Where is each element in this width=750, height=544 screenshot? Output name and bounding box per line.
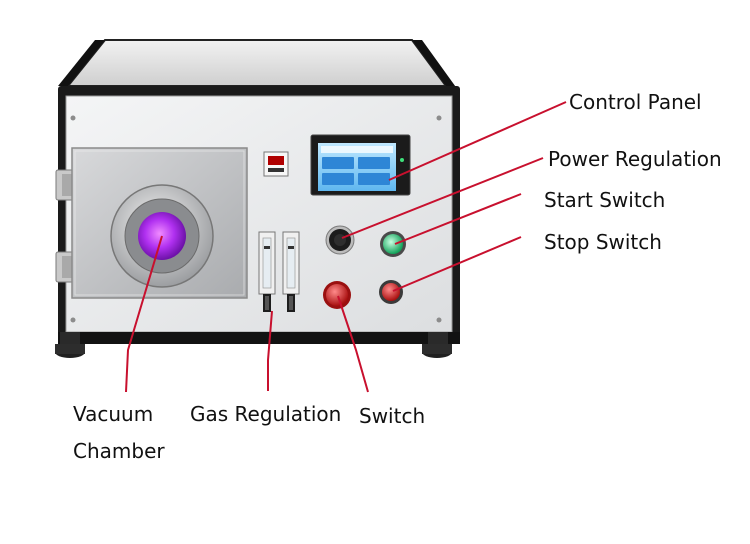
label-gas-regulation: Gas Regulation — [190, 402, 342, 426]
flowmeter-a — [258, 231, 276, 312]
power-regulation-knob — [325, 225, 355, 255]
top-cover — [65, 39, 448, 87]
label-control-panel: Control Panel — [569, 90, 702, 114]
label-vacuum-line1: Vacuum — [73, 402, 154, 426]
label-switch: Switch — [359, 404, 426, 428]
temperature-display — [263, 151, 289, 177]
label-vacuum-line2: Chamber — [73, 439, 165, 463]
label-start-switch: Start Switch — [544, 188, 666, 212]
label-stop-switch: Stop Switch — [544, 230, 662, 254]
stop-switch — [379, 280, 403, 304]
flowmeter-b — [282, 231, 300, 312]
control-panel-hmi — [310, 134, 411, 196]
leader-power-regulation — [341, 157, 544, 239]
leader-stop-switch — [392, 236, 522, 292]
leader-lines — [125, 101, 567, 393]
leader-vacuum-chamber — [125, 235, 163, 393]
leader-start-switch — [394, 193, 522, 245]
label-power-regulation: Power Regulation — [548, 147, 722, 171]
leader-switch — [337, 295, 369, 393]
left-foot — [55, 332, 85, 358]
leader-control-panel — [388, 101, 567, 181]
right-foot — [422, 332, 452, 358]
start-switch — [380, 231, 406, 257]
main-switch — [323, 281, 351, 309]
leader-gas-regulation — [267, 310, 273, 391]
